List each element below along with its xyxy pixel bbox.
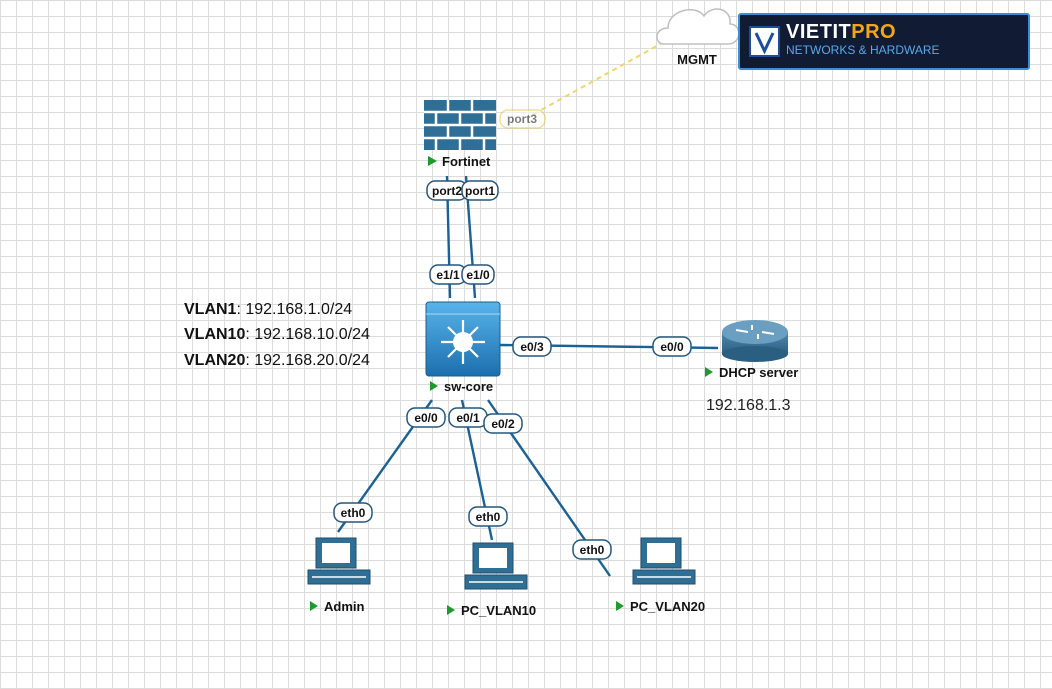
vlan-name: VLAN10 <box>184 326 246 343</box>
pc-icon <box>307 537 371 585</box>
svg-text:eth0: eth0 <box>341 506 366 520</box>
sw-core-node[interactable]: sw-core <box>425 301 501 394</box>
port-label-swcore-e1-1: e1/1 <box>429 264 467 285</box>
pc-vlan20-label: PC_VLAN20 <box>630 599 705 614</box>
vlan-subnet: : 192.168.10.0/24 <box>245 326 370 343</box>
port-label-admin-eth0: eth0 <box>333 502 373 523</box>
node-status-icon <box>430 381 438 391</box>
mgmt-label: MGMT <box>677 52 717 67</box>
port-label-pc10-eth0: eth0 <box>468 506 508 527</box>
brand-tagline: NETWORKS & HARDWARE <box>786 43 940 57</box>
pc-vlan10-node[interactable]: PC_VLAN10 <box>447 542 536 618</box>
vlan-entry: VLAN20: 192.168.20.0/24 <box>184 352 370 370</box>
port-label-swcore-e1-0: e1/0 <box>461 264 495 285</box>
port-label-dhcp-e0-0: e0/0 <box>652 336 692 357</box>
pc-icon <box>632 537 696 585</box>
cloud-icon <box>656 8 740 45</box>
svg-text:e1/0: e1/0 <box>466 268 490 282</box>
svg-text:e0/0: e0/0 <box>414 411 438 425</box>
svg-text:port3: port3 <box>507 112 537 126</box>
mgmt-cloud-node[interactable]: MGMT <box>656 8 740 67</box>
router-icon <box>722 320 788 362</box>
port-label-pc20-eth0: eth0 <box>572 539 612 560</box>
firewall-icon <box>424 100 496 150</box>
svg-text:e1/1: e1/1 <box>436 268 460 282</box>
port-label-fortinet-port2: port2 <box>426 180 468 201</box>
svg-text:eth0: eth0 <box>580 543 605 557</box>
fortinet-node[interactable]: Fortinet <box>424 100 496 169</box>
admin-label: Admin <box>324 599 365 614</box>
node-status-icon <box>616 601 624 611</box>
sw-core-label: sw-core <box>444 379 493 394</box>
pc-icon <box>464 542 528 590</box>
pc-vlan20-node[interactable]: PC_VLAN20 <box>616 537 705 614</box>
svg-text:e0/0: e0/0 <box>660 340 684 354</box>
svg-text:port1: port1 <box>465 184 495 198</box>
brand-name-part2: PRO <box>851 21 897 43</box>
port-label-fortinet-port3: port3 <box>499 109 546 129</box>
vlan-entry: VLAN10: 192.168.10.0/24 <box>184 326 370 344</box>
vlan-subnet: : 192.168.1.0/24 <box>236 301 353 318</box>
svg-text:e0/3: e0/3 <box>520 340 544 354</box>
vlan-entry: VLAN1: 192.168.1.0/24 <box>184 301 352 319</box>
port-label-swcore-e0-2: e0/2 <box>483 413 523 434</box>
dhcp-server-node[interactable]: DHCP server <box>705 320 798 380</box>
brand-name: VIETITPRO <box>786 21 896 44</box>
brand-logo-icon <box>749 26 780 57</box>
svg-text:eth0: eth0 <box>476 510 501 524</box>
fortinet-label: Fortinet <box>442 154 491 169</box>
node-status-icon <box>428 156 437 166</box>
brand-logo-banner: VIETITPRO NETWORKS & HARDWARE <box>738 13 1030 70</box>
node-status-icon <box>705 367 713 377</box>
port-label-swcore-e0-3: e0/3 <box>512 336 552 357</box>
vlan-name: VLAN1 <box>184 301 237 318</box>
admin-pc-node[interactable]: Admin <box>307 537 371 614</box>
pc-vlan10-label: PC_VLAN10 <box>461 603 536 618</box>
port-label-swcore-e0-0: e0/0 <box>406 407 446 428</box>
link-mgmt-fortinet <box>531 41 665 116</box>
vlan-name: VLAN20 <box>184 352 246 369</box>
node-status-icon <box>447 605 455 615</box>
svg-text:e0/2: e0/2 <box>491 417 515 431</box>
port-label-fortinet-port1: port1 <box>461 180 499 201</box>
svg-text:e0/1: e0/1 <box>456 411 480 425</box>
multilayer-switch-icon <box>425 301 501 377</box>
brand-name-part1: VIETIT <box>786 21 852 43</box>
dhcp-server-ip: 192.168.1.3 <box>706 397 791 414</box>
dhcp-server-label: DHCP server <box>719 365 798 380</box>
node-status-icon <box>310 601 318 611</box>
v-logo-icon <box>749 26 780 57</box>
port-label-swcore-e0-1: e0/1 <box>448 407 488 428</box>
vlan-subnet: : 192.168.20.0/24 <box>245 352 370 369</box>
svg-text:port2: port2 <box>432 184 462 198</box>
